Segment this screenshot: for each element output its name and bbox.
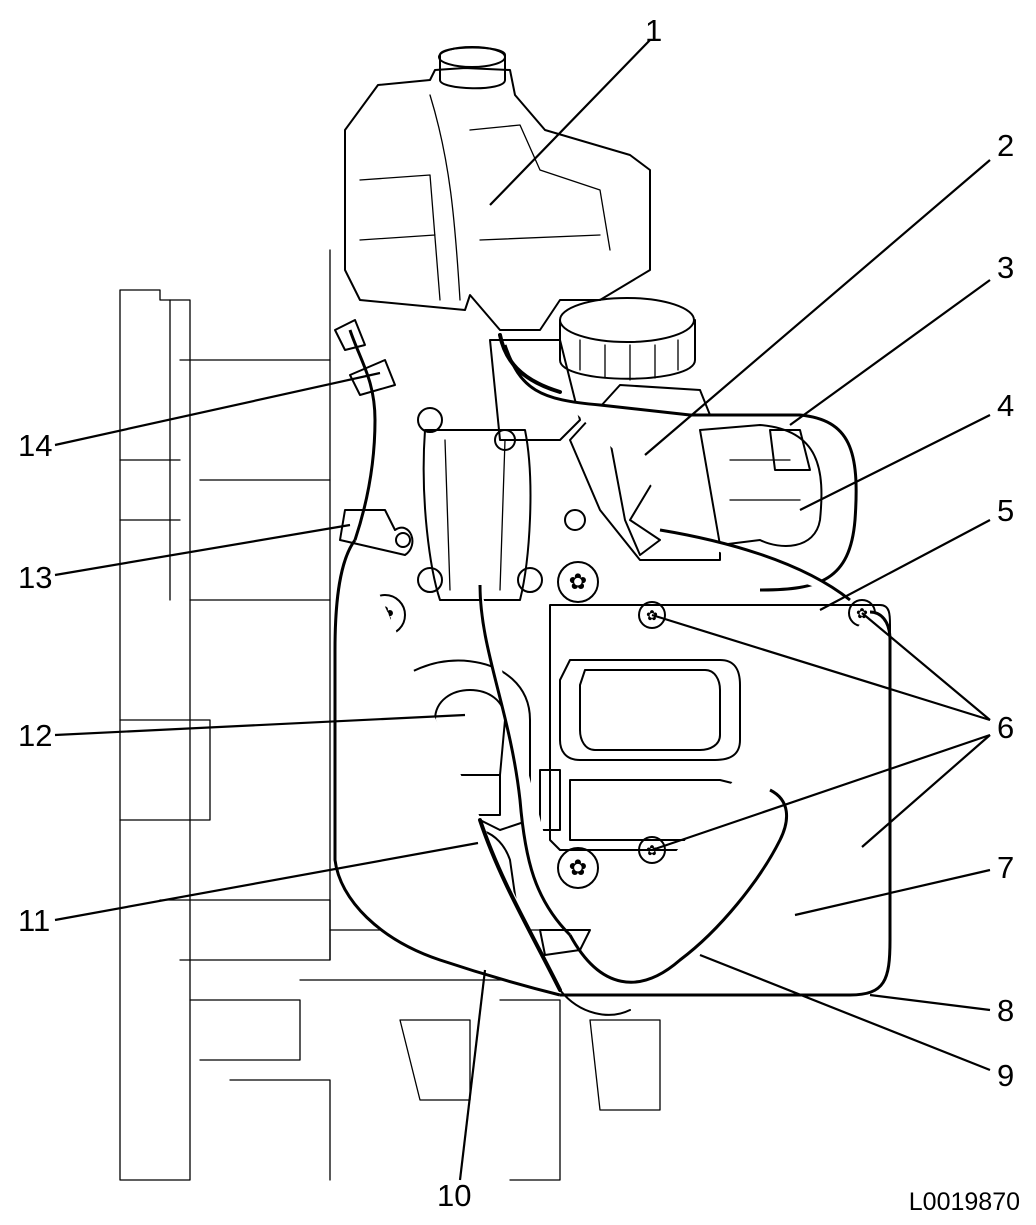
callout-11: 11 — [18, 903, 51, 938]
callout-13: 13 — [18, 560, 53, 595]
hose-9 — [568, 788, 789, 984]
component-4 — [699, 424, 823, 547]
hose-14 — [348, 329, 377, 541]
callout-14: 14 — [18, 428, 53, 463]
svg-text:✿: ✿ — [569, 569, 587, 594]
callout-9: 9 — [997, 1058, 1015, 1093]
hose-lower — [539, 929, 591, 956]
callout-2: 2 — [997, 128, 1015, 163]
callout-10: 10 — [437, 1178, 472, 1213]
small-line — [478, 818, 562, 992]
callout-7: 7 — [997, 850, 1015, 885]
callout-1: 1 — [645, 13, 663, 48]
callout-8: 8 — [997, 993, 1015, 1028]
callout-6: 6 — [997, 710, 1015, 745]
callout-4: 4 — [997, 388, 1015, 423]
hose-lower-stub — [559, 989, 631, 1016]
clip-13 — [339, 509, 414, 556]
filler-cap — [559, 297, 696, 381]
callout-5: 5 — [997, 493, 1015, 528]
callout-12: 12 — [18, 718, 53, 753]
hose-to-reservoir — [498, 333, 562, 394]
svg-text:✿: ✿ — [569, 855, 587, 880]
reference-code: L0019870 — [908, 1188, 1020, 1216]
throttle-body — [417, 339, 581, 601]
callout-3: 3 — [997, 250, 1015, 285]
reservoir — [344, 46, 651, 331]
leader-lines — [54, 39, 991, 1181]
vacuum-line — [478, 584, 572, 937]
hose-3 — [503, 344, 858, 592]
clip-14 — [334, 319, 396, 396]
sensor-hose — [659, 528, 851, 602]
